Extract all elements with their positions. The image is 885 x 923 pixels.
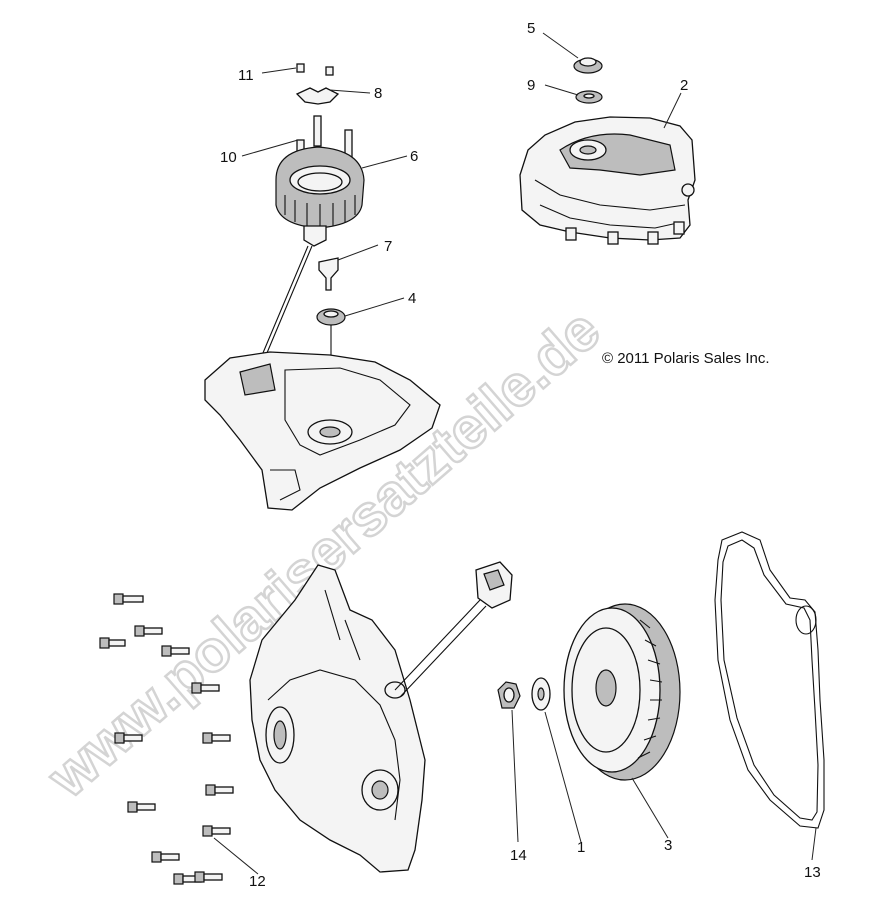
clamp-part-8 xyxy=(295,87,340,105)
crankcase-cover-part xyxy=(249,561,513,873)
flywheel-part xyxy=(563,603,681,781)
callout-10: 10 xyxy=(220,149,237,166)
callout-9: 9 xyxy=(527,77,535,94)
callout-1: 1 xyxy=(577,839,585,856)
grommet-part xyxy=(573,57,603,74)
nut-part-14 xyxy=(497,681,521,709)
washer-part-9 xyxy=(575,90,603,104)
callout-14: 14 xyxy=(510,847,527,864)
callout-4: 4 xyxy=(408,290,416,307)
screws-part-11 xyxy=(296,63,334,76)
callout-7: 7 xyxy=(384,238,392,255)
callout-2: 2 xyxy=(680,77,688,94)
callout-11: 11 xyxy=(238,67,254,84)
callout-labels: 5 9 2 11 8 10 6 7 4 12 14 1 3 13 xyxy=(220,20,821,890)
callout-12: 12 xyxy=(249,873,266,890)
gasket-part xyxy=(714,531,825,829)
leader-lines xyxy=(213,32,817,875)
copyright-text: © 2011 Polaris Sales Inc. xyxy=(602,350,770,367)
case-cover-part xyxy=(519,116,696,245)
callout-5: 5 xyxy=(527,20,535,37)
stator-housing-part xyxy=(204,351,441,511)
callout-13: 13 xyxy=(804,864,821,881)
washer-part-1 xyxy=(531,677,551,711)
bolts-part-12 xyxy=(99,593,234,885)
callout-3: 3 xyxy=(664,837,672,854)
callout-6: 6 xyxy=(410,148,418,165)
callout-8: 8 xyxy=(374,85,382,102)
sensor-part-7 xyxy=(318,257,339,291)
stator-part xyxy=(259,146,365,361)
